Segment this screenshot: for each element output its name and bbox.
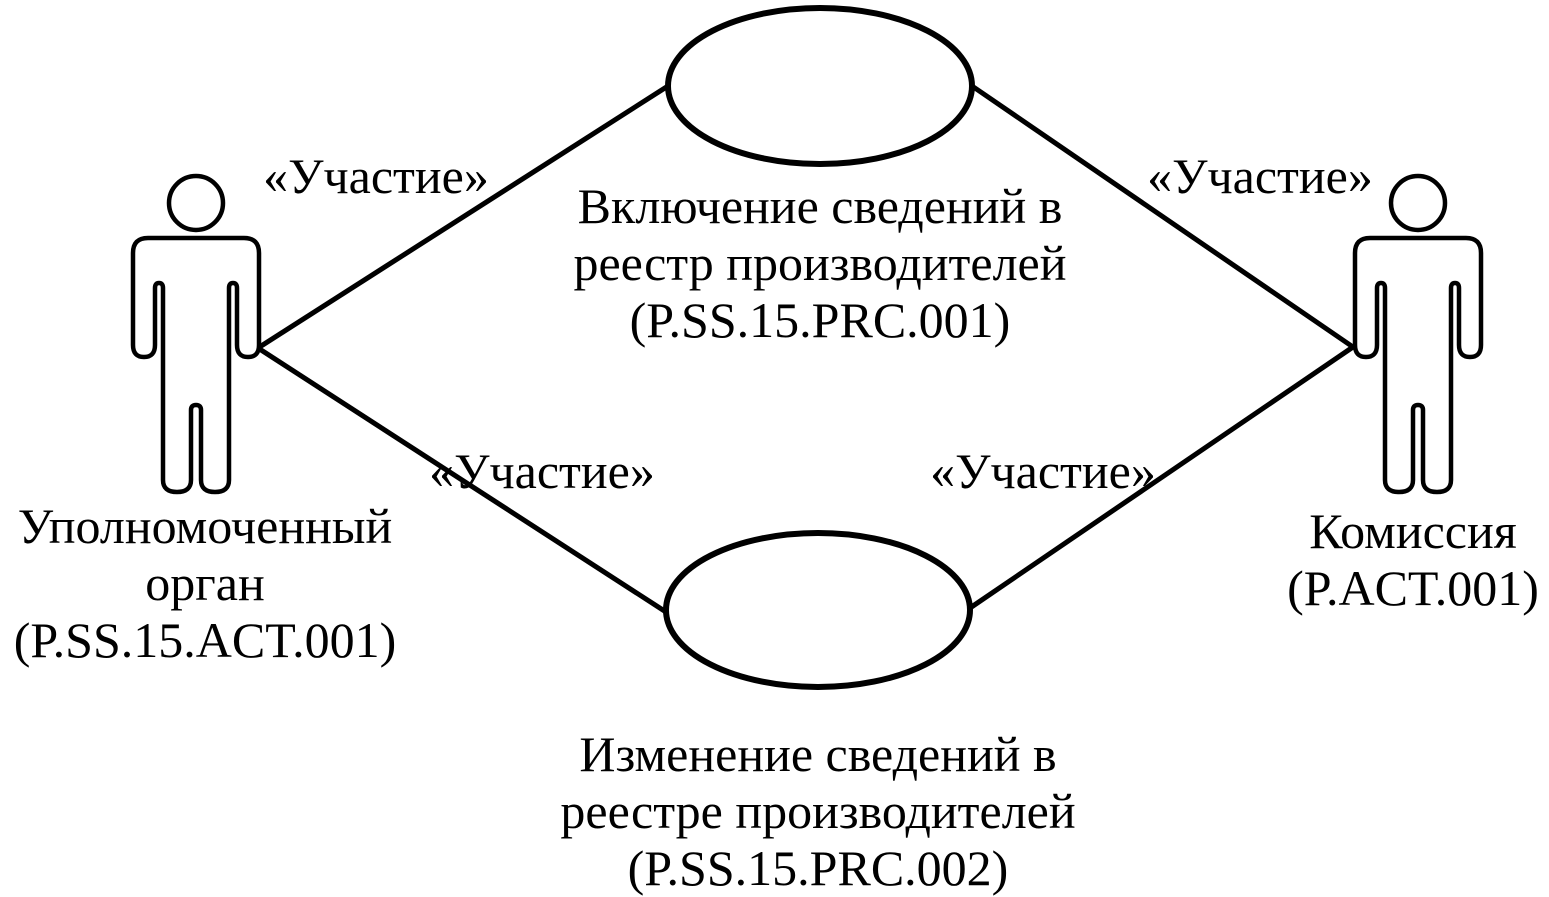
actor-right-name: Комиссия (P.ACT.001) bbox=[1263, 503, 1549, 617]
association-label-top-right: «Участие» bbox=[1147, 148, 1373, 204]
use-case-top-label-line: (P.SS.15.PRC.001) bbox=[629, 292, 1011, 348]
actor-left-name: Уполномоченный орган (P.SS.15.ACT.001) bbox=[5, 498, 405, 669]
use-case-bottom-label-line: Изменение сведений в bbox=[579, 726, 1057, 782]
use-case-top-label: Включение сведений в реестр производител… bbox=[560, 178, 1080, 349]
actor-right-name-line: (P.ACT.001) bbox=[1287, 560, 1539, 616]
person-head-icon bbox=[1388, 173, 1448, 233]
actor-left-name-line: Уполномоченный bbox=[17, 498, 393, 554]
association-line-top-usecase-right-actor bbox=[970, 83, 1355, 350]
association-label-middle-left: «Участие» bbox=[429, 443, 655, 499]
use-case-bottom-label: Изменение сведений в реестре производите… bbox=[558, 726, 1078, 897]
association-line-bottom-usecase-right-actor bbox=[968, 344, 1355, 611]
person-head-icon bbox=[166, 173, 226, 233]
association-label-middle-right: «Участие» bbox=[930, 443, 1156, 499]
actor-left-figure bbox=[130, 173, 262, 495]
person-body-icon bbox=[1352, 235, 1484, 495]
actor-right-name-line: Комиссия bbox=[1309, 503, 1517, 559]
use-case-ellipse-top bbox=[665, 5, 975, 167]
association-line-left-actor-top-usecase bbox=[256, 83, 670, 351]
use-case-bottom-label-line: (P.SS.15.PRC.002) bbox=[627, 840, 1009, 896]
use-case-ellipse-bottom bbox=[663, 530, 973, 690]
association-label-top-left: «Участие» bbox=[263, 148, 489, 204]
actor-left-name-line: (P.SS.15.ACT.001) bbox=[13, 612, 397, 668]
use-case-top-label-line: Включение сведений в bbox=[577, 178, 1063, 234]
actor-right-figure bbox=[1352, 173, 1484, 495]
use-case-bottom-label-line: реестре производителей bbox=[560, 783, 1076, 839]
association-line-left-actor-bottom-usecase bbox=[256, 345, 668, 615]
person-body-icon bbox=[130, 235, 262, 495]
actor-left-name-line: орган bbox=[145, 555, 265, 611]
use-case-top-label-line: реестр производителей bbox=[573, 235, 1067, 291]
